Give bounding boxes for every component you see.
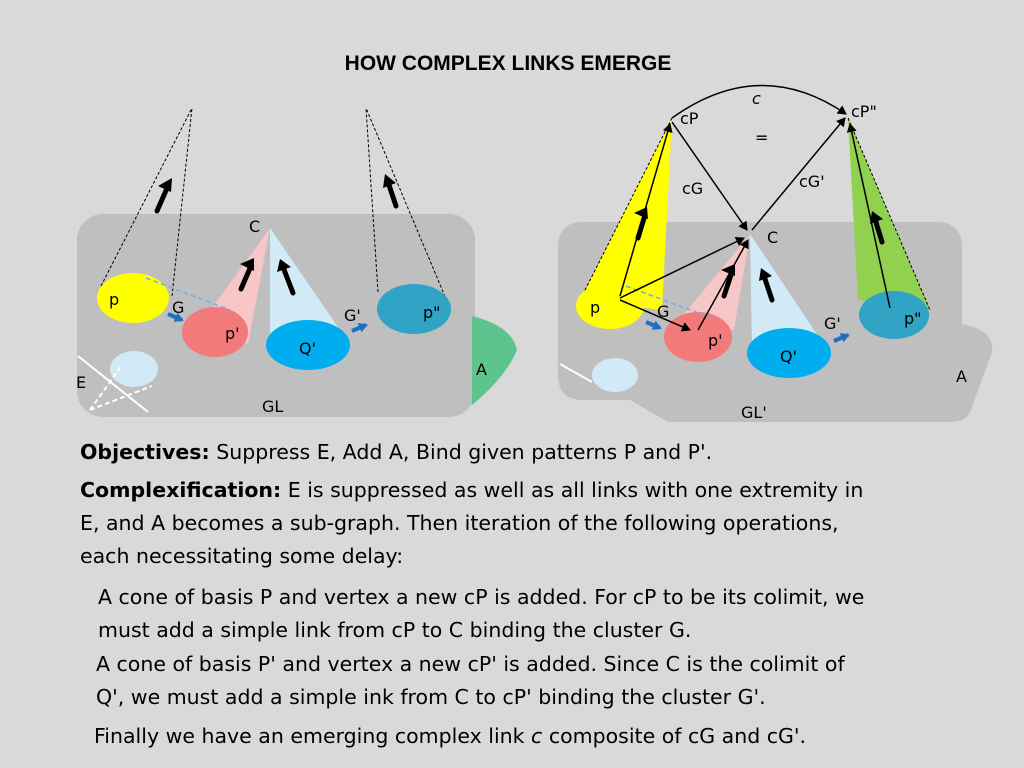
right-label-cg-prime: cG' bbox=[799, 172, 825, 191]
right-label-cp-dprime: cP" bbox=[851, 102, 877, 121]
objectives-label: Objectives: bbox=[80, 440, 210, 464]
right-label-cp: cP bbox=[680, 109, 699, 128]
right-node-p-dprime bbox=[859, 291, 929, 339]
step-1-line-1: A cone of basis P and vertex a new cP is… bbox=[98, 585, 865, 609]
left-diagram: C p G p' Q' G' p" A E GL bbox=[76, 107, 517, 417]
right-diagram: c cP cP" = cG cG' C p G p' Q' G' p" A GL… bbox=[558, 84, 993, 422]
step-1-line-2: must add a simple link from cP to C bind… bbox=[98, 618, 692, 642]
right-label-p-dprime: p" bbox=[904, 309, 922, 328]
left-cluster-g-dashes bbox=[145, 277, 231, 311]
left-node-p-prime bbox=[182, 307, 248, 357]
right-yellow-cone-dash bbox=[579, 117, 673, 301]
left-label-c: C bbox=[249, 217, 260, 236]
step-1-paragraph: A cone of basis P and vertex a new cP is… bbox=[98, 581, 864, 647]
left-label-a: A bbox=[476, 360, 487, 379]
complexification-label: Complexification: bbox=[80, 478, 282, 502]
right-e-line bbox=[559, 363, 593, 383]
left-label-g-prime: G' bbox=[344, 306, 361, 325]
right-arrowheads bbox=[634, 207, 883, 281]
complexification-line-1: Complexification: E is suppressed as wel… bbox=[80, 474, 863, 507]
right-lightblue-cone bbox=[750, 234, 826, 348]
right-yellow-cone bbox=[580, 118, 672, 310]
right-label-c: C bbox=[767, 228, 778, 247]
left-dashed-cones bbox=[100, 107, 450, 307]
left-label-p-dprime: p" bbox=[423, 303, 441, 322]
right-arrow-pdprime-to-cp bbox=[846, 123, 891, 309]
left-label-p-prime: p' bbox=[225, 324, 240, 343]
left-arrowheads bbox=[158, 174, 396, 272]
objectives-text: Suppress E, Add A, Bind given patterns P… bbox=[209, 440, 713, 464]
step-2-line-1: A cone of basis P' and vertex a new cP' … bbox=[96, 652, 845, 676]
left-node-small bbox=[110, 351, 158, 387]
complexification-line-3: each necessitating some delay: bbox=[80, 544, 404, 568]
objectives-paragraph: Objectives: Suppress E, Add A, Bind give… bbox=[80, 436, 712, 469]
right-arrow-p-to-pprime bbox=[619, 299, 691, 332]
left-e-lines bbox=[77, 355, 153, 413]
right-label-g: G bbox=[657, 302, 669, 321]
left-label-g: G bbox=[172, 298, 184, 317]
diagram-canvas: C p G p' Q' G' p" A E GL bbox=[76, 84, 993, 422]
right-label-c-complex: c bbox=[752, 89, 761, 108]
right-label-equals: = bbox=[755, 128, 768, 147]
right-thick-arrows bbox=[635, 212, 885, 303]
left-a-shape bbox=[472, 316, 517, 405]
right-node-small bbox=[592, 358, 638, 392]
right-node-q-prime bbox=[747, 328, 831, 378]
complexification-line-2: E, and A becomes a sub-graph. Then itera… bbox=[80, 511, 839, 535]
final-paragraph: Finally we have an emerging complex link… bbox=[94, 720, 806, 753]
right-label-a: A bbox=[956, 367, 967, 386]
left-label-q-prime: Q' bbox=[299, 339, 316, 358]
right-label-p: p bbox=[590, 298, 600, 317]
final-prefix: Finally we have an emerging complex link bbox=[94, 724, 532, 748]
right-label-q-prime: Q' bbox=[780, 347, 797, 366]
left-arrow-g bbox=[167, 312, 184, 322]
right-label-gl-prime: GL' bbox=[741, 403, 767, 422]
right-label-g-prime: G' bbox=[824, 314, 841, 333]
right-arrow-pprime-to-c bbox=[697, 239, 749, 331]
right-thin-arrows bbox=[619, 84, 891, 332]
left-label-gl: GL bbox=[262, 397, 283, 416]
step-2-paragraph: A cone of basis P' and vertex a new cP' … bbox=[96, 648, 845, 714]
right-arrow-cg-prime bbox=[751, 117, 846, 231]
right-arrow-cg bbox=[671, 121, 748, 231]
left-node-q-prime bbox=[266, 320, 350, 370]
complexification-text-1: E is suppressed as well as all links wit… bbox=[281, 478, 864, 502]
left-node-p bbox=[97, 273, 169, 323]
left-label-e: E bbox=[76, 373, 86, 392]
right-arrow-p-to-c bbox=[619, 236, 745, 299]
step-2-line-2: Q', we must add a simple ink from C to c… bbox=[96, 685, 766, 709]
complexification-paragraph: Complexification: E is suppressed as wel… bbox=[80, 474, 863, 573]
right-cluster-g-dashes bbox=[625, 285, 713, 319]
left-arrow-g-prime bbox=[351, 323, 368, 333]
right-arrow-g bbox=[645, 320, 662, 330]
page-title: HOW COMPLEX LINKS EMERGE bbox=[344, 52, 672, 75]
final-c: c bbox=[531, 724, 543, 748]
left-lightblue-cone bbox=[270, 228, 344, 336]
right-label-cg: cG bbox=[682, 179, 703, 198]
left-label-p: p bbox=[109, 290, 119, 309]
right-label-p-prime: p' bbox=[708, 331, 723, 350]
left-thick-arrows bbox=[154, 179, 399, 296]
final-suffix: composite of cG and cG'. bbox=[542, 724, 807, 748]
right-pink-cone bbox=[676, 234, 750, 330]
right-arrow-g-prime bbox=[833, 333, 850, 343]
right-arrow-c-complex bbox=[671, 84, 847, 119]
left-node-p-dprime bbox=[377, 284, 451, 334]
